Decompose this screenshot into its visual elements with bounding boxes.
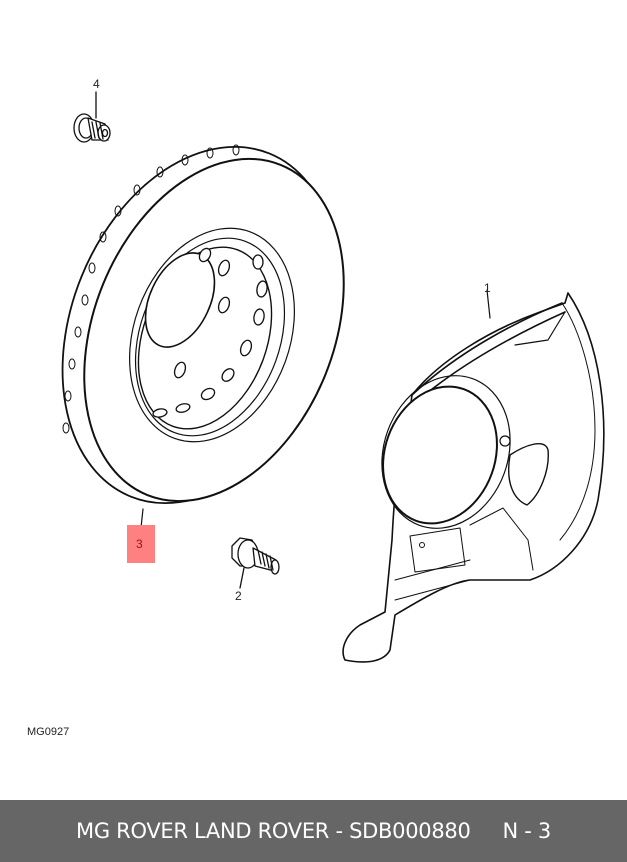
callout-3-highlight[interactable] bbox=[127, 525, 155, 563]
callout-1: 1 bbox=[484, 281, 491, 295]
diagram-drawing bbox=[61, 91, 605, 663]
parts-diagram: 4 1 2 3 MG0927 bbox=[27, 77, 605, 738]
footer-position: N - 3 bbox=[502, 819, 552, 843]
callout-2: 2 bbox=[235, 589, 242, 603]
brake-disc-icon bbox=[61, 144, 345, 538]
callout-3: 3 bbox=[136, 537, 143, 551]
brake-shield-icon bbox=[342, 289, 605, 663]
screw-4-icon bbox=[73, 91, 111, 143]
diagram-reference-code: MG0927 bbox=[27, 726, 70, 738]
footer-brand-part-number: MG ROVER LAND ROVER - SDB000880 bbox=[76, 819, 471, 843]
footer-bar: MG ROVER LAND ROVER - SDB000880 N - 3 bbox=[0, 800, 627, 862]
callout-4: 4 bbox=[93, 77, 100, 91]
bolt-2-icon bbox=[231, 537, 280, 589]
